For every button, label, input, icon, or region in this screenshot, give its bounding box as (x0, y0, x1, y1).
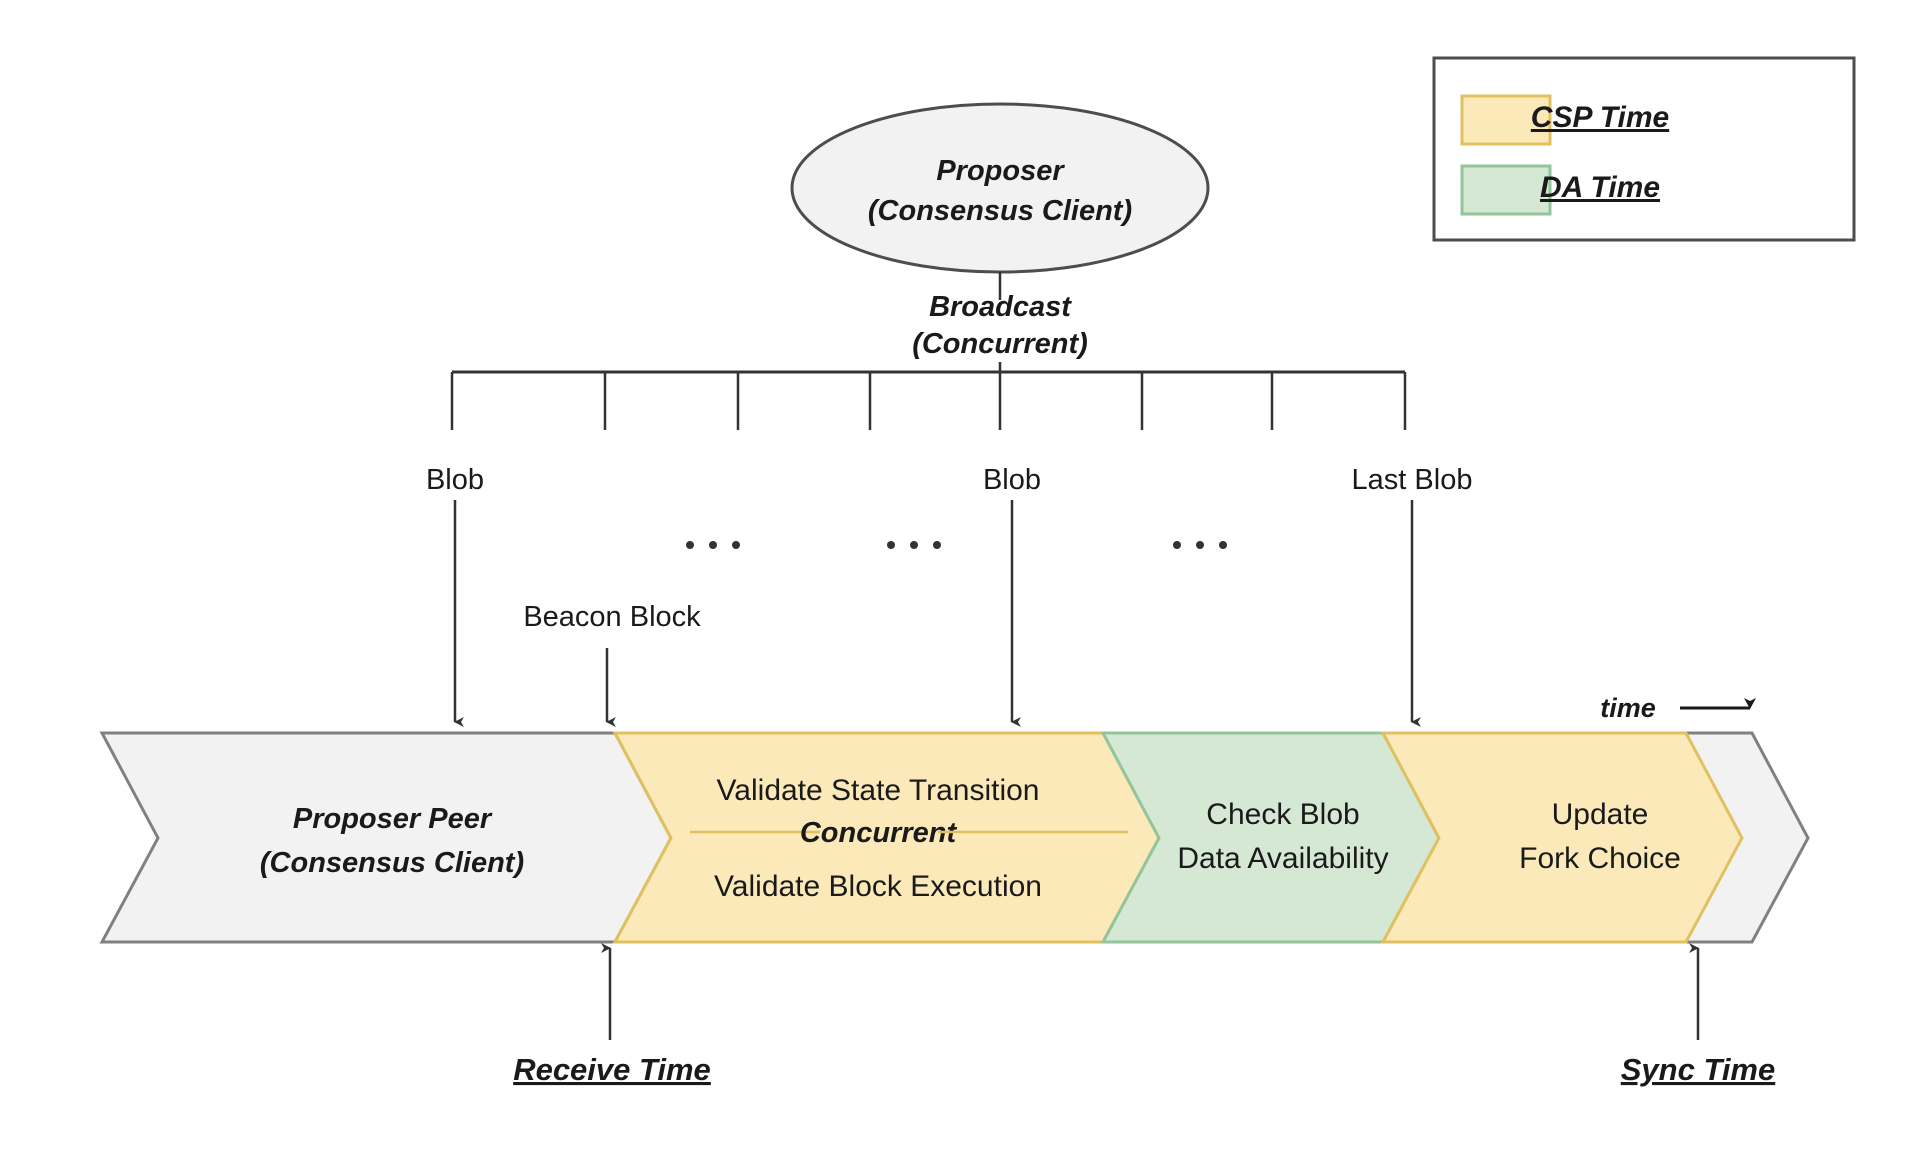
band-validate-line2: Validate Block Execution (714, 870, 1042, 903)
blob-label-left: Blob (426, 464, 484, 496)
blob-label-mid: Blob (983, 464, 1041, 496)
timeline-band: Proposer Peer (Consensus Client) Validat… (99, 731, 1810, 944)
broadcast-fanout-bus (450, 370, 1407, 430)
band-segment-proposer-peer (99, 731, 673, 944)
band-validate-divider-label: Concurrent (800, 817, 958, 849)
receive-time-label: Receive Time (513, 1052, 711, 1087)
proposer-title-line2: (Consensus Client) (868, 195, 1132, 227)
legend: CSP Time DA Time (1432, 56, 1856, 242)
sync-time-label: Sync Time (1621, 1052, 1776, 1087)
sync-time-marker: Sync Time (1621, 943, 1776, 1087)
broadcast-label-line1: Broadcast (929, 291, 1072, 323)
band-proposer-peer-line1: Proposer Peer (293, 803, 493, 835)
band-check-blob-line2: Data Availability (1177, 842, 1388, 875)
ellipsis-group-2 (887, 541, 941, 549)
proposer-title-line1: Proposer (936, 155, 1065, 187)
proposer-ellipse (790, 102, 1210, 274)
ellipsis-group-1 (686, 541, 740, 549)
legend-swatch-da (1460, 164, 1552, 216)
beacon-block-label: Beacon Block (523, 601, 701, 633)
legend-label-da: DA Time (1540, 171, 1660, 204)
proposer-node: Proposer (Consensus Client) (790, 102, 1210, 274)
broadcast-connector: Broadcast (Concurrent) (912, 272, 1088, 372)
time-axis-label: time (1600, 693, 1656, 723)
legend-label-csp: CSP Time (1531, 101, 1669, 134)
band-segment-update-fork-choice (1380, 731, 1744, 944)
band-proposer-peer-line2: (Consensus Client) (260, 847, 524, 879)
band-update-fork-line2: Fork Choice (1519, 842, 1681, 875)
legend-swatch-csp (1460, 94, 1552, 146)
time-axis: time (1600, 693, 1756, 723)
band-check-blob-line1: Check Blob (1206, 798, 1359, 831)
band-update-fork-line1: Update (1552, 798, 1649, 831)
band-validate-line1: Validate State Transition (717, 774, 1040, 807)
last-blob-label: Last Blob (1352, 464, 1473, 496)
broadcast-label-line2: (Concurrent) (912, 328, 1088, 360)
receive-time-marker: Receive Time (513, 943, 711, 1087)
ellipsis-group-3 (1173, 541, 1227, 549)
